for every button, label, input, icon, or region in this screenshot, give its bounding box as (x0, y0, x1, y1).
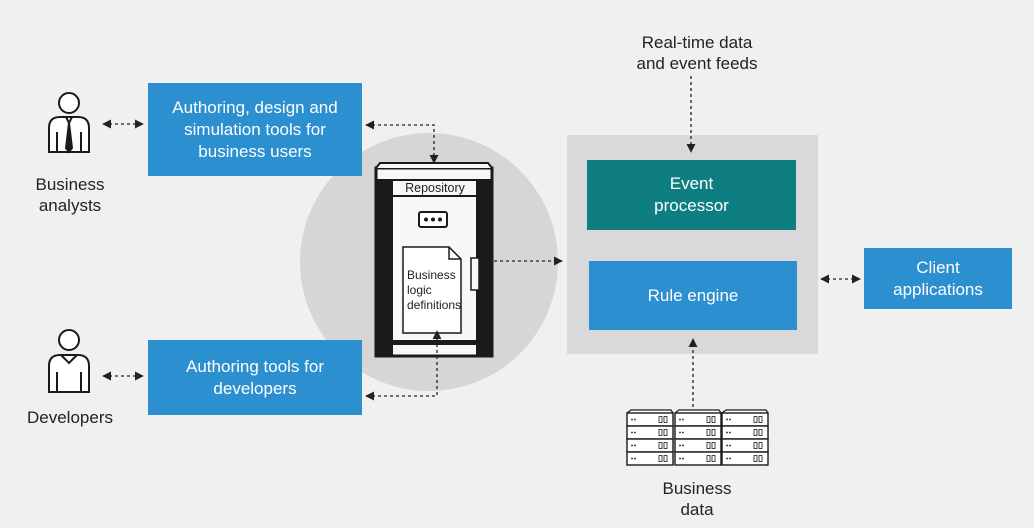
business-analysts-label: Business analysts (35, 175, 105, 215)
document-icon (402, 246, 462, 334)
developers-label: Developers (27, 408, 113, 427)
business-data-servers-icon (626, 409, 769, 466)
developer-icon (48, 329, 90, 393)
business-logic-definitions-label: Business logic definitions (407, 268, 462, 312)
event-processor-box: Event processor (587, 160, 796, 230)
business-data-label: Business data (662, 479, 732, 519)
business-analyst-icon (48, 92, 90, 154)
connectors (102, 76, 861, 407)
realtime-feeds-label: Real-time data and event feeds (636, 33, 758, 73)
authoring-developer-tools-box: Authoring tools for developers (148, 340, 362, 415)
authoring-business-tools-box: Authoring, design and simulation tools f… (148, 83, 362, 176)
repository-title: Repository (405, 181, 465, 195)
rule-engine-box: Rule engine (589, 261, 797, 330)
client-applications-box: Client applications (864, 248, 1012, 309)
